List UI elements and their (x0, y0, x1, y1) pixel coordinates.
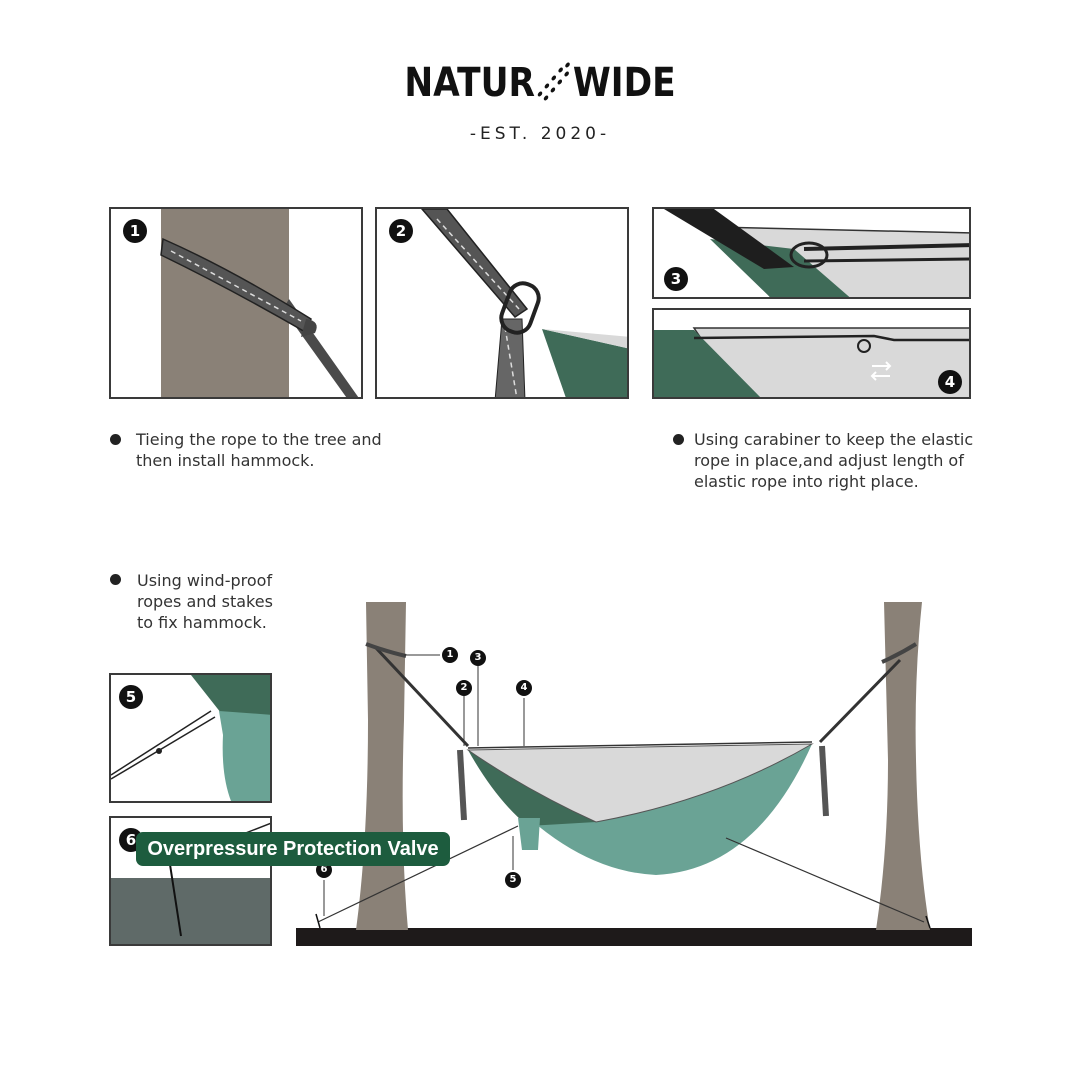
brand-left: NATUR (404, 60, 536, 106)
carabiner (499, 281, 541, 335)
right-suspension-strap (818, 658, 902, 744)
callout-4: 4 (516, 680, 532, 696)
left-suspension-strap (374, 646, 470, 748)
instruction-line: ropes and stakes (137, 592, 273, 611)
hammock-fabric (191, 675, 270, 720)
adjust-length-illustration (654, 327, 969, 397)
elastic-rope (803, 243, 969, 251)
instruction-line: Using wind-proof (137, 571, 273, 590)
instruction-line: Tieing the rope to the tree and (136, 430, 382, 449)
bug-net (466, 743, 814, 823)
strap (664, 209, 794, 269)
hammock-fabric (542, 329, 627, 397)
guyline-illustration (111, 675, 270, 801)
panel-step-2: 2 (375, 207, 629, 399)
panel-step-1: 1 (109, 207, 363, 399)
callout-3: 3 (470, 650, 486, 666)
cord-lock (857, 339, 871, 353)
instruction-line: then install hammock. (136, 451, 315, 470)
ridgeline (467, 741, 813, 749)
strap-stitch-2 (504, 326, 518, 397)
side-pocket (518, 818, 540, 850)
left-guy-rope (317, 825, 519, 923)
ground (296, 928, 972, 946)
overpressure-valve-badge: Overpressure Protection Valve (136, 832, 450, 866)
carabiner-clip (789, 241, 829, 269)
footprints-icon (537, 62, 570, 101)
right-tree-strap (881, 642, 918, 664)
bullet-dot (110, 574, 121, 585)
step-4-badge: 4 (938, 370, 962, 394)
instruction-tree: Tieing the rope to the tree and then ins… (136, 429, 382, 471)
step-2-badge: 2 (389, 219, 413, 243)
panel-step-4: 4 (652, 308, 971, 399)
strap-stitch (170, 250, 302, 322)
step-5-badge: 5 (119, 685, 143, 709)
adjust-arrows-icon (870, 361, 892, 381)
elastic-clip-illustration (654, 209, 969, 297)
ground (111, 878, 270, 944)
right-hanging-strap (819, 745, 829, 817)
hammock-fabric (654, 330, 761, 397)
right-tree (876, 602, 930, 930)
brand-right: WIDE (572, 60, 676, 106)
callout-6: 6 (316, 862, 332, 878)
brand-logo: NATUR WIDE (76, 60, 1005, 106)
instruction-carabiner: Using carabiner to keep the elastic rope… (694, 429, 973, 492)
rope-knot (156, 748, 162, 754)
elastic-rope (693, 334, 969, 342)
established-year: -EST. 2020- (469, 124, 611, 144)
panel-step-3: 3 (652, 207, 971, 299)
right-guy-rope (725, 837, 925, 923)
callout-5: 5 (505, 872, 521, 888)
tree-strap-illustration (160, 209, 359, 397)
step-3-badge: 3 (664, 267, 688, 291)
hammock-setup-illustration (296, 602, 972, 946)
bullet-dot (110, 434, 121, 445)
instruction-line: to fix hammock. (137, 613, 267, 632)
instruction-line: Using carabiner to keep the elastic (694, 430, 974, 449)
callout-1: 1 (442, 647, 458, 663)
panel-step-5: 5 (109, 673, 272, 803)
elastic-rope-2 (803, 257, 969, 263)
bullet-dot (673, 434, 684, 445)
suspension-strap (421, 209, 529, 318)
instruction-windproof: Using wind-proof ropes and stakes to fix… (137, 570, 273, 633)
left-stake (315, 913, 321, 929)
guy-rope (111, 710, 212, 776)
right-stake (925, 915, 931, 929)
instruction-line: elastic rope into right place. (694, 472, 919, 491)
step-1-badge: 1 (123, 219, 147, 243)
strap-stitch (436, 218, 520, 310)
strap-loop (301, 319, 317, 337)
bug-net (542, 329, 627, 349)
left-hanging-strap (457, 749, 467, 821)
left-tree-strap (365, 642, 407, 658)
hammock-body (468, 744, 812, 875)
instruction-line: rope in place,and adjust length of (694, 451, 964, 470)
callout-2: 2 (456, 680, 472, 696)
hammock-side (219, 711, 270, 801)
carabiner-illustration (421, 209, 627, 397)
guy-rope-2 (111, 716, 216, 780)
